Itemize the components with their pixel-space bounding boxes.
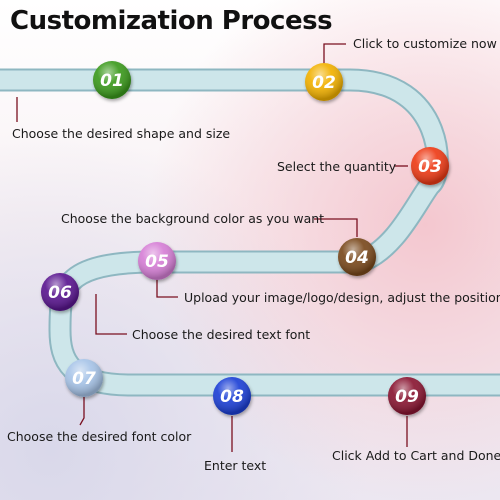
connector-07: [79, 397, 85, 426]
step-number-06: 06: [48, 283, 72, 303]
connector-06: [95, 294, 127, 335]
step-number-02: 02: [312, 73, 336, 93]
step-badge-08: 08: [213, 377, 251, 415]
step-number-04: 04: [345, 248, 369, 268]
step-label-07: Choose the desired font color: [7, 429, 192, 444]
connector-05: [156, 277, 178, 298]
step-badge-04: 04: [338, 238, 376, 276]
step-badge-09: 09: [388, 377, 426, 415]
step-number-07: 07: [72, 369, 96, 389]
step-label-05: Upload your image/logo/design, adjust th…: [184, 290, 500, 305]
step-label-01: Choose the desired shape and size: [12, 126, 230, 141]
step-number-05: 05: [145, 252, 169, 272]
step-badge-02: 02: [305, 63, 343, 101]
step-label-04: Choose the background color as you want: [61, 211, 324, 226]
step-badge-03: 03: [411, 147, 449, 185]
step-labels: Choose the desired shape and size Click …: [7, 36, 500, 473]
step-label-02: Click to customize now: [353, 36, 497, 51]
step-label-03: Select the quantity: [277, 159, 397, 174]
step-number-08: 08: [220, 387, 244, 407]
page-title: Customization Process: [10, 6, 333, 36]
connector-lines: [16, 43, 408, 452]
connector-04: [314, 218, 358, 237]
step-badge-05: 05: [138, 242, 176, 280]
step-number-01: 01: [100, 71, 124, 91]
step-badge-01: 01: [93, 61, 131, 99]
step-badges: 01 02 03 04 05 06 07 08: [41, 61, 449, 415]
step-badge-07: 07: [65, 359, 103, 397]
step-label-09: Click Add to Cart and Done: [332, 448, 500, 463]
step-label-06: Choose the desired text font: [132, 327, 310, 342]
step-number-09: 09: [395, 387, 419, 407]
connector-02: [323, 43, 346, 66]
step-badge-06: 06: [41, 273, 79, 311]
step-number-03: 03: [418, 157, 442, 177]
step-label-08: Enter text: [204, 458, 266, 473]
